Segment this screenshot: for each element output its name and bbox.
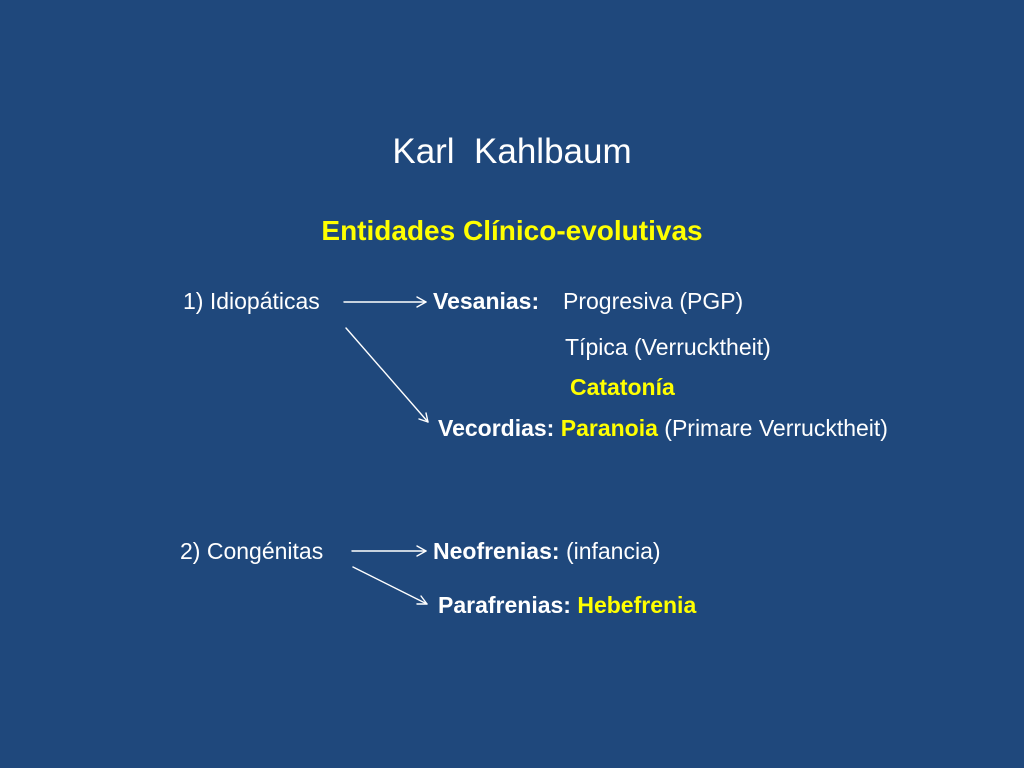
parafrenias-term: Parafrenias: [438,592,571,618]
neofrenias-desc: (infancia) [565,538,661,564]
vecordias-paranoia: Paranoia [560,415,658,441]
vecordias-rest: (Primare Verrucktheit) [664,415,888,441]
arrow-idiopaticas-vecordias [345,327,429,423]
arrow-idiopaticas-vesanias [343,296,427,308]
neofrenias-term: Neofrenias: [433,538,560,564]
vecordias-term: Vecordias: [438,415,555,441]
congenitas-label: 2) Congénitas [180,538,324,564]
arrow-congenitas-parafrenias [352,566,428,605]
vesanias-term: Vesanias: [433,288,540,314]
idiopaticas-label: 1) Idiopáticas [183,288,320,314]
vecordias-line: Vecordias: Paranoia (Primare Verruckthei… [438,417,888,440]
vesanias-item-progresiva: Progresiva (PGP) [563,288,744,314]
parafrenias-hebefrenia: Hebefrenia [577,592,697,618]
vesanias-item-catatonia: Catatonía [570,374,675,400]
parafrenias-line: Parafrenias: Hebefrenia [438,594,696,617]
neofrenias-line: Neofrenias: (infancia) [433,540,661,563]
slide-subtitle: Entidades Clínico-evolutivas [321,215,703,246]
slide-title: Karl Kahlbaum [392,132,632,171]
arrow-congenitas-neofrenias [351,545,427,557]
vesanias-item-tipica: Típica (Verrucktheit) [565,334,771,360]
